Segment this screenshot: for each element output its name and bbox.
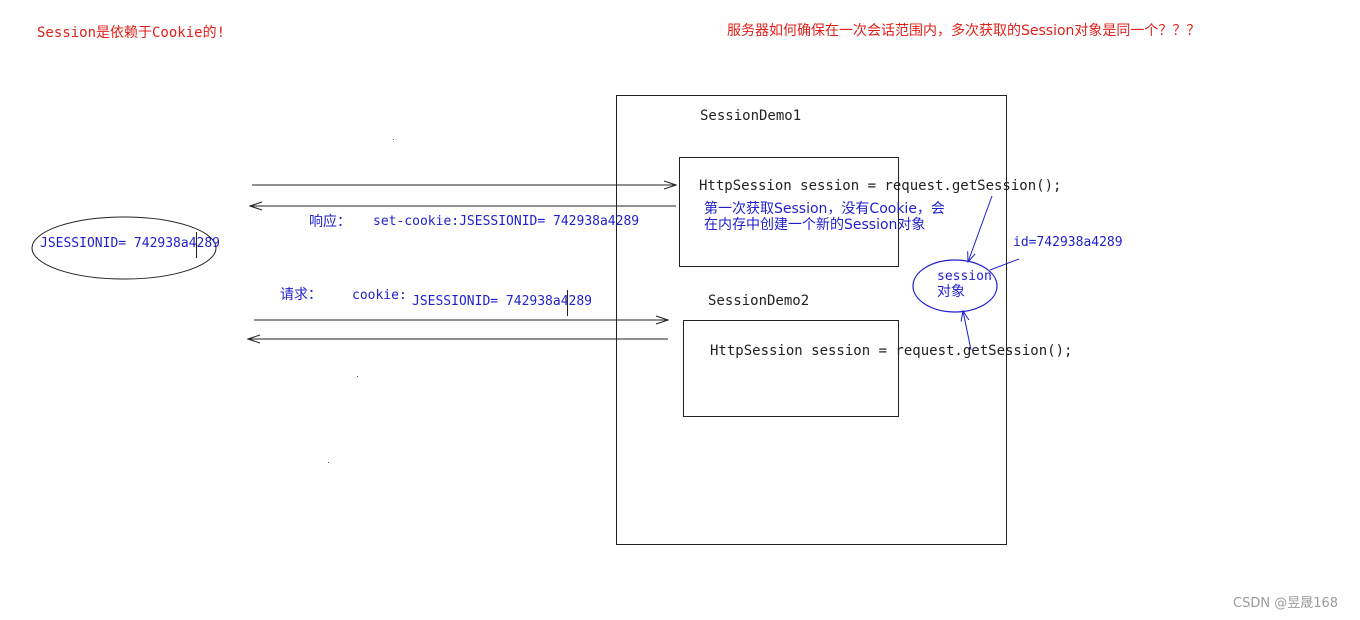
client-cookie-text: JSESSIONID= 742938a4289 [40, 236, 221, 251]
demo1-note-line2: 在内存中创建一个新的Session对象 [704, 217, 926, 233]
stray-dot [328, 462, 329, 463]
demo1-box [679, 157, 899, 267]
demo2-to-session-arrow [963, 311, 972, 351]
request-cookie-value: JSESSIONID= 742938a4289 [412, 294, 593, 309]
csdn-watermark: CSDN @昱晟168 [1233, 596, 1339, 611]
demo1-label: SessionDemo1 [700, 108, 802, 124]
demo1-note-line1: 第一次获取Session，没有Cookie，会 [704, 201, 945, 217]
request-cookie-key: cookie: [352, 288, 407, 303]
request-label: 请求： [280, 287, 322, 303]
right-question: 服务器如何确保在一次会话范围内，多次获取的Session对象是同一个？？？ [727, 23, 1201, 39]
session-id-label: id=742938a4289 [1013, 235, 1123, 250]
demo2-box [683, 320, 899, 417]
left-title: Session是依赖于Cookie的! [37, 25, 226, 41]
session-object-line1: session [937, 269, 992, 284]
session-id-pointer [989, 258, 1020, 271]
stray-dot [357, 376, 358, 377]
demo1-code: HttpSession session = request.getSession… [699, 178, 1062, 194]
demo2-code: HttpSession session = request.getSession… [710, 343, 1073, 359]
stray-dot [393, 139, 394, 140]
session-object-line2: 对象 [937, 284, 965, 300]
response-label: 响应： [309, 214, 351, 230]
client-cookie-ellipse [31, 216, 217, 280]
demo1-to-session-arrow [968, 195, 993, 262]
session-object-ellipse [912, 259, 998, 313]
demo2-label: SessionDemo2 [708, 293, 810, 309]
response-value: set-cookie:JSESSIONID= 742938a4289 [373, 214, 640, 229]
